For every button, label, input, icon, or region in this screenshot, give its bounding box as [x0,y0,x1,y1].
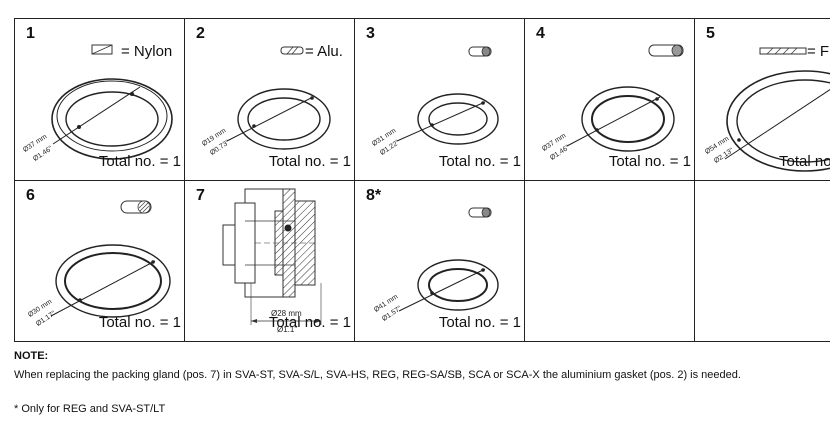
nylon-gasket-drawing [51,44,173,160]
total-count: Total no. [779,153,830,170]
total-count: Total no. = 1 [98,153,181,170]
item-number: 1 [26,25,35,42]
item-number: 7 [196,187,205,204]
note-heading: NOTE: [14,350,49,362]
item-cell-3: 3 Ø31 mm Ø1.22" Total no. = 1 [354,18,524,180]
gasket-drawing [398,207,499,312]
total-count: Total no. = 1 [268,153,351,170]
gasket-drawing [50,200,171,318]
alu-gasket-drawing [226,46,331,150]
item-number: 6 [26,187,35,204]
total-count: Total no. = 1 [438,153,521,170]
item-number: 3 [366,25,375,42]
total-count: Total no. = 1 [98,314,181,331]
total-count: Total no. = 1 [438,314,521,331]
item-cell-7: 7 Ø28 mm Ø1.1" Total no. = 1 [184,180,354,342]
item-cell-8: 8* Ø41 mm Ø1.57" Total no. = 1 [354,180,524,342]
item-cell-6: 6 Ø30 mm Ø1.17" Total no. = 1 [14,180,184,342]
total-count: Total no. = 1 [268,314,351,331]
gasket-grid: 1 = Nylon Ø37 mm Ø1.46" Total no. = 1 2 … [14,18,830,342]
diameter-mm: Ø28 mm [271,309,302,318]
material-legend: = Nylon [121,43,173,60]
empty-cell [524,180,694,342]
item-number: 2 [196,25,205,42]
empty-cell [694,180,830,342]
total-count: Total no. = 1 [608,153,691,170]
item-cell-4: 4 Ø37 mm Ø1.46" Total no. = 1 [524,18,694,180]
item-number: 5 [706,25,715,42]
item-cell-2: 2 = Alu. Ø19 mm Ø0.73" Total no. = 1 [184,18,354,180]
gasket-drawing [396,46,499,145]
material-legend: = F [807,43,830,60]
gasket-drawing [566,44,684,152]
item-number: 4 [536,25,545,42]
item-cell-5: 5 = F Ø54 mm Ø2.13" Total no. [694,18,830,180]
footnote: * Only for REG and SVA-ST/LT [14,403,166,415]
packing-gland-drawing [222,188,322,325]
gasket-drawing [724,47,830,172]
material-legend: = Alu. [305,43,343,60]
item-cell-1: 1 = Nylon Ø37 mm Ø1.46" Total no. = 1 [14,18,184,180]
note-text: When replacing the packing gland (pos. 7… [14,369,741,381]
diameter-inch: Ø1.1" [277,325,298,334]
item-number: 8* [366,187,382,204]
